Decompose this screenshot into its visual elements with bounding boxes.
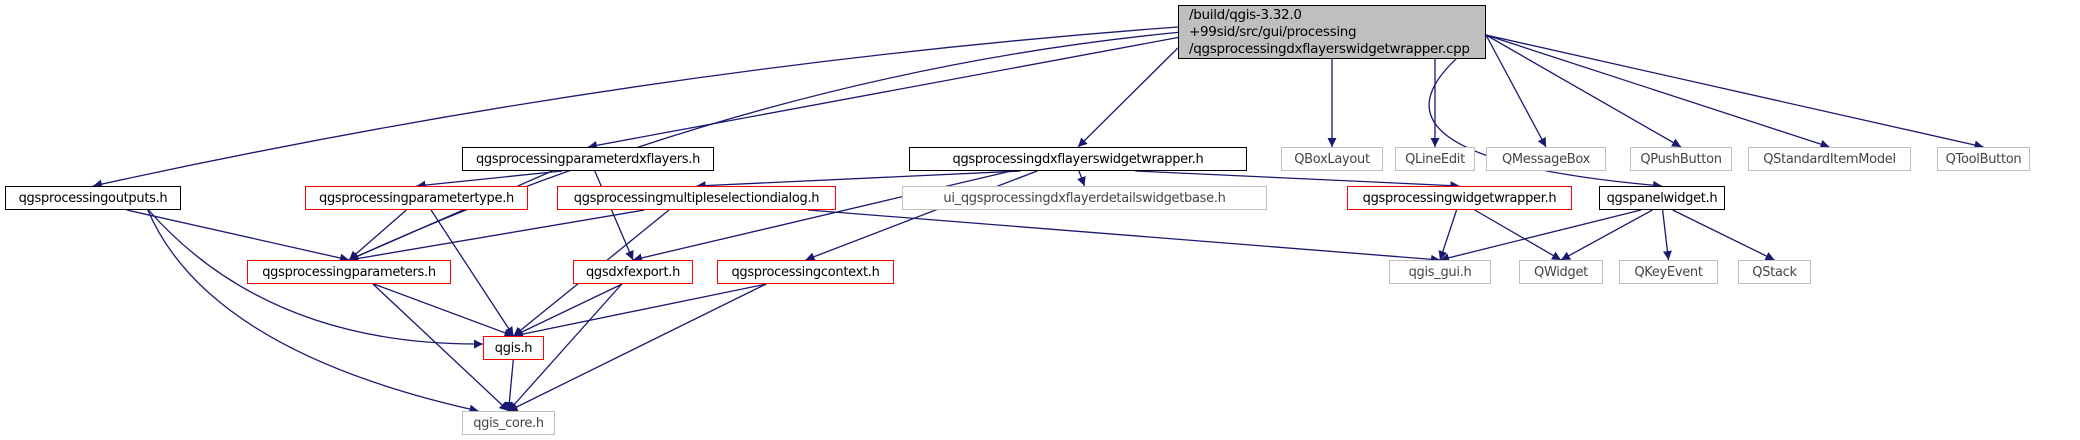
- edge-panelwidget-to-qkeyevent: [1661, 209, 1672, 261]
- graph-node-paramtype[interactable]: qgsprocessingparametertype.h: [305, 186, 528, 210]
- main-file-path-line-3: /qgsprocessingdxflayerswidgetwrapper.cpp: [1189, 40, 1470, 57]
- graph-node-qgiscore[interactable]: qgis_core.h: [462, 411, 555, 435]
- graph-node-qstack[interactable]: QStack: [1738, 260, 1811, 284]
- edge-paramdxf-to-parameters: [348, 170, 553, 261]
- edge-panelwidget-to-qstack: [1672, 209, 1775, 261]
- edge-dxfww-to-dxfexport: [632, 170, 1012, 263]
- graph-node-qmessagebox[interactable]: QMessageBox: [1486, 147, 1606, 171]
- edge-widgetwrapper-to-qwidget: [1474, 209, 1562, 261]
- edge-main-to-paramdxf: [587, 36, 1179, 150]
- main-file-path-line-2: +99sid/src/gui/processing: [1189, 23, 1357, 40]
- edge-dxfww-to-uidxf: [1077, 170, 1086, 187]
- edge-main-to-outputs: [92, 26, 1179, 189]
- graph-node-paramdxf[interactable]: qgsprocessingparameterdxflayers.h: [462, 147, 714, 171]
- edge-outputs-to-qgis: [148, 209, 484, 349]
- graph-node-uidxf[interactable]: ui_qgsprocessingdxflayerdetailswidgetbas…: [902, 186, 1267, 210]
- edge-main-to-qstditem: [1485, 34, 1830, 149]
- graph-node-qwidget[interactable]: QWidget: [1519, 260, 1603, 284]
- edge-widgetwrapper-to-qgisgui: [1438, 209, 1458, 261]
- graph-node-qtoolbutton[interactable]: QToolButton: [1937, 147, 2030, 171]
- edge-parameters-to-qgis: [373, 283, 514, 338]
- graph-node-qkeyevent[interactable]: QKeyEvent: [1619, 260, 1718, 284]
- edge-dxfww-to-context: [805, 170, 1038, 261]
- edge-context-to-qgiscore: [508, 283, 767, 412]
- edge-dxfexport-to-qgiscore: [508, 283, 623, 412]
- edge-main-to-qtoolbutton: [1485, 34, 1984, 150]
- edge-dxfww-to-multisel: [696, 170, 1021, 191]
- graph-node-qstditem[interactable]: QStandardItemModel: [1748, 147, 1911, 171]
- edge-paramtype-to-parameters: [348, 209, 407, 261]
- edge-dxfww-to-widgetwrapper: [1135, 170, 1460, 191]
- edge-multisel-to-qgisgui: [807, 209, 1441, 264]
- edge-main-to-qpushbutton: [1485, 34, 1682, 148]
- edge-paramdxf-to-paramtype: [416, 170, 563, 190]
- edge-panelwidget-to-qwidget: [1560, 209, 1653, 261]
- edge-multisel-to-parameters: [348, 209, 645, 263]
- graph-node-qgisgui[interactable]: qgis_gui.h: [1389, 260, 1491, 284]
- edge-context-to-qgis: [513, 283, 767, 339]
- graph-node-qlineedit[interactable]: QLineEdit: [1395, 147, 1475, 171]
- edge-qgis-to-qgiscore: [504, 359, 514, 412]
- main-file-path-line-1: /build/qgis-3.32.0: [1189, 6, 1302, 23]
- edge-paramtype-to-qgis: [430, 209, 515, 337]
- edge-main-to-dxfww: [1077, 47, 1179, 148]
- graph-node-panelwidget[interactable]: qgspanelwidget.h: [1599, 186, 1725, 210]
- graph-node-qboxlayout[interactable]: QBoxLayout: [1281, 147, 1383, 171]
- graph-node-context[interactable]: qgsprocessingcontext.h: [717, 260, 894, 284]
- edge-outputs-to-qgiscore: [147, 209, 479, 414]
- graph-node-widgetwrapper[interactable]: qgsprocessingwidgetwrapper.h: [1347, 186, 1572, 210]
- edge-main-to-qmessagebox: [1485, 34, 1547, 148]
- graph-node-multisel[interactable]: qgsprocessingmultipleselectiondialog.h: [557, 186, 836, 210]
- graph-node-outputs[interactable]: qgsprocessingoutputs.h: [5, 186, 181, 210]
- graph-node-main-file[interactable]: /build/qgis-3.32.0 +99sid/src/gui/proces…: [1178, 5, 1486, 59]
- edge-panelwidget-to-qgisgui: [1439, 209, 1642, 263]
- edge-parameters-to-qgiscore: [372, 283, 509, 412]
- edge-dxfexport-to-qgis: [513, 283, 623, 337]
- graph-node-dxfexport[interactable]: qgsdxfexport.h: [573, 260, 693, 284]
- graph-node-parameters[interactable]: qgsprocessingparameters.h: [247, 260, 451, 284]
- graph-node-qgis[interactable]: qgis.h: [483, 336, 544, 360]
- edge-main-to-panelwidget: [1428, 34, 1663, 190]
- graph-node-dxfww[interactable]: qgsprocessingdxflayerswidgetwrapper.h: [909, 147, 1247, 171]
- graph-node-qpushbutton[interactable]: QPushButton: [1630, 147, 1732, 171]
